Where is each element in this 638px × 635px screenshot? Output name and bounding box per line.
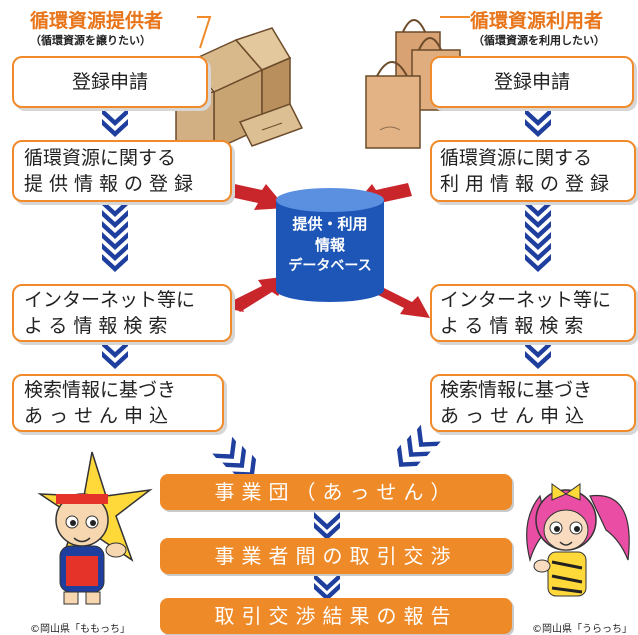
user-apply-box: 検索情報に基づき あっせん申込 [430,374,636,432]
user-register-label: 登録申請 [493,71,570,93]
database-label-line2: 情報 [314,236,345,254]
database-label-line3: データベース [288,258,372,274]
left-mascot-credit: ©岡山県「ももっち」 [30,624,130,635]
provider-apply-line2: あっせん申込 [24,405,175,427]
center-step-report: 取引交渉結果の報告 [160,598,512,634]
database-cylinder-icon [276,188,384,302]
user-apply-line1: 検索情報に基づき [440,379,593,401]
database-label: 提供・利用 情報 データベース [276,214,384,277]
provider-search-line1: インターネット等に [24,289,196,311]
user-title: 循環資源利用者 [470,10,604,32]
provider-info-box: 循環資源に関する 提供情報の登録 [12,140,232,202]
right-mascot-credit: ©岡山県「うらっち」 [532,624,632,635]
provider-subtitle: （循環資源を譲りたい） [30,34,151,47]
provider-register-label: 登録申請 [71,71,148,93]
provider-apply-box: 検索情報に基づき あっせん申込 [12,374,224,432]
merge-chevrons-right [389,424,441,476]
provider-info-line2: 提供情報の登録 [24,173,200,195]
mascot-uracchi-icon [526,483,630,597]
center-step-negotiation: 事業者間の取引交渉 [160,538,512,574]
provider-info-line1: 循環資源に関する [24,147,177,169]
database-label-line1: 提供・利用 [292,215,368,233]
user-info-line2: 利用情報の登録 [440,173,616,195]
provider-search-box: インターネット等に よる情報検索 [12,284,232,342]
provider-register-box: 登録申請 [12,56,208,108]
provider-search-line2: よる情報検索 [24,315,174,337]
user-info-line1: 循環資源に関する [440,147,593,169]
user-search-box: インターネット等に よる情報検索 [430,284,636,342]
user-info-box: 循環資源に関する 利用情報の登録 [430,140,636,202]
user-search-line2: よる情報検索 [440,315,590,337]
user-subtitle: （循環資源を利用したい） [473,34,605,47]
provider-apply-line1: 検索情報に基づき [24,379,177,401]
user-search-line1: インターネット等に [440,289,612,311]
provider-title: 循環資源提供者 [30,10,164,32]
mascot-momocchi-icon [37,451,153,605]
user-register-box: 登録申請 [430,56,634,108]
center-step-agency: 事業団（あっせん） [160,474,512,510]
user-apply-line2: あっせん申込 [440,405,591,427]
cardboard-boxes-icon [175,27,304,152]
